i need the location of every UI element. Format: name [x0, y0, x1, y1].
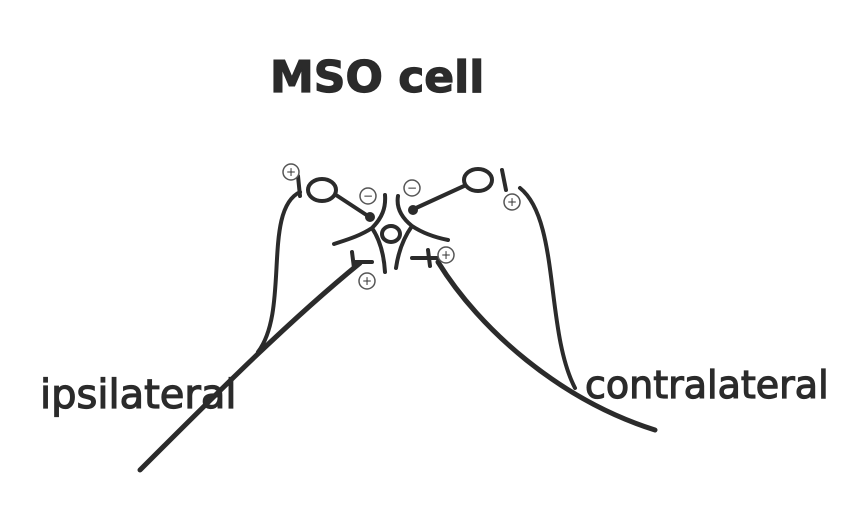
- contra-interneuron-soma: [462, 167, 494, 193]
- ipsilateral-axon-branch: [256, 190, 302, 354]
- ipsi-lower-synapse: [350, 250, 374, 270]
- svg-text:+: +: [507, 195, 517, 209]
- sign-contra-lower: +: [437, 246, 455, 264]
- svg-text:−: −: [407, 181, 417, 195]
- ipsi-inhibitory-terminal: [365, 212, 375, 222]
- ipsilateral-axon-main: [137, 260, 363, 473]
- mso-cell-dendrites: [332, 193, 450, 274]
- svg-text:−: −: [363, 189, 373, 203]
- contra-interneuron-axon: [414, 184, 466, 210]
- contra-upper-terminal-bar: [500, 168, 508, 192]
- diagram-title: MSO cell: [270, 52, 484, 103]
- ipsi-interneuron-axon: [334, 193, 370, 218]
- label-contralateral: contralateral: [585, 363, 829, 407]
- ipsi-upper-terminal-bar: [296, 174, 302, 198]
- contralateral-axon-main: [435, 259, 658, 433]
- svg-text:+: +: [362, 274, 372, 288]
- ipsi-interneuron-soma: [306, 177, 338, 203]
- sign-right-inhibitory: −: [403, 179, 421, 197]
- svg-text:+: +: [286, 165, 296, 179]
- sign-contra-upper: +: [503, 193, 521, 211]
- sign-left-inhibitory: −: [359, 187, 377, 205]
- contra-inhibitory-terminal: [408, 205, 418, 215]
- label-ipsilateral: ipsilateral: [40, 372, 236, 418]
- contralateral-axon-branch: [518, 186, 577, 390]
- sign-ipsi-lower: +: [358, 272, 376, 290]
- contra-lower-synapse: [410, 248, 440, 268]
- sign-ipsi-upper: +: [282, 163, 300, 181]
- mso-cell-nucleus: [380, 224, 402, 244]
- svg-text:+: +: [441, 248, 451, 262]
